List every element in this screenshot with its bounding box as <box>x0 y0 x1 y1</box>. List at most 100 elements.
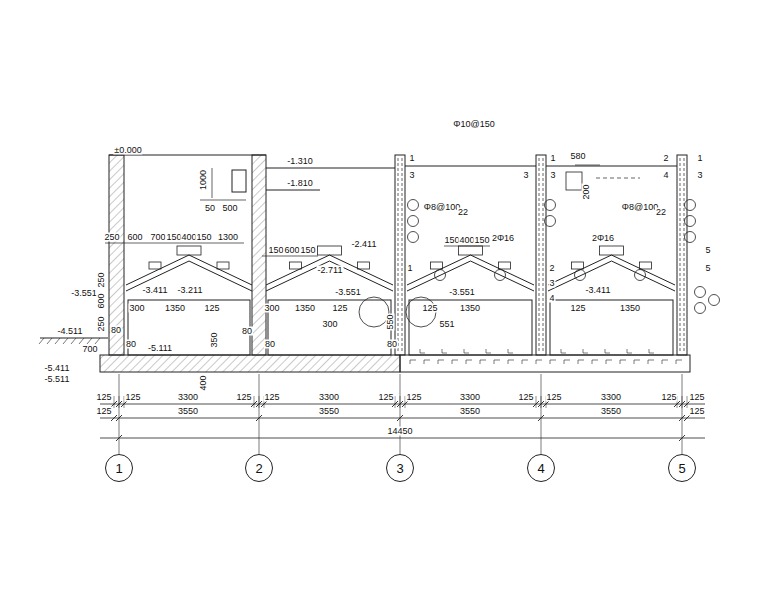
dimension-text: 2Φ16 <box>591 234 615 243</box>
drawing-line <box>87 338 92 344</box>
drawing-rect <box>217 262 229 269</box>
drawing-line <box>442 349 443 353</box>
rebar-circle <box>695 303 706 314</box>
drawing-line <box>109 155 266 156</box>
dimension-text: 125 <box>235 393 252 402</box>
drawing-line <box>596 178 640 179</box>
dimension-text: ±0.000 <box>113 146 142 155</box>
axis-number: 3 <box>396 462 403 475</box>
drawing-line <box>546 166 677 167</box>
drawing-line <box>494 360 500 361</box>
drawing-line <box>536 396 537 408</box>
dimension-text: -3.551 <box>334 288 362 297</box>
drawing-line <box>564 360 565 364</box>
dimension-text: 125 <box>569 304 586 313</box>
axis-bubble: 3 <box>386 454 414 482</box>
dimension-text: 125 <box>263 393 280 402</box>
dimension-text: 3 <box>548 279 555 288</box>
drawing-line <box>648 360 649 364</box>
dimension-text: 250 <box>103 233 120 242</box>
rebar-circle <box>695 287 706 298</box>
drawing-line <box>682 374 683 454</box>
drawing-line <box>47 338 52 344</box>
dimension-text: 250 <box>97 271 106 288</box>
dimension-text: 2 <box>662 154 669 163</box>
dimension-text: 125 <box>377 393 394 402</box>
dimension-text: 80 <box>125 340 137 349</box>
drawing-line <box>676 360 677 364</box>
dimension-text: -5.411 <box>44 364 71 373</box>
dimension-text: 1000 <box>199 169 208 191</box>
drawing-line <box>480 360 486 361</box>
dimension-text: 1 <box>696 154 703 163</box>
drawing-line <box>583 353 588 354</box>
drawing-line <box>543 158 544 352</box>
axis-bubble: 1 <box>105 454 133 482</box>
dimension-text: 125 <box>545 393 562 402</box>
dimension-text: 200 <box>582 183 591 200</box>
drawing-line <box>486 349 487 353</box>
drawing-line <box>424 360 430 361</box>
dimension-text: 125 <box>405 393 422 402</box>
drawing-line <box>627 349 628 353</box>
drawing-line <box>259 374 260 454</box>
dimension-text: 150 <box>299 246 316 255</box>
drawing-line <box>541 374 542 454</box>
rebar-circle <box>408 216 419 227</box>
dimension-text: 3550 <box>459 407 481 416</box>
dimension-text: 125 <box>517 393 534 402</box>
drawing-line <box>39 338 44 344</box>
drawing-line <box>578 360 579 364</box>
drawing-rect <box>109 155 124 355</box>
rebar-circle <box>495 270 506 281</box>
dimension-text: Φ8@100 <box>621 203 659 212</box>
drawing-line <box>71 338 76 344</box>
dimension-text: 5 <box>704 246 711 255</box>
drawing-line <box>648 360 654 361</box>
dimension-text: 80 <box>110 326 122 335</box>
dimension-text: Φ10@150 <box>452 120 495 129</box>
drawing-rect <box>128 300 250 355</box>
drawing-rect <box>268 300 391 355</box>
drawing-line <box>100 418 705 419</box>
dimension-text: 125 <box>331 304 348 313</box>
drawing-rect <box>459 246 483 255</box>
drawing-line <box>466 360 467 364</box>
dimension-text: -2.411 <box>351 240 378 249</box>
drawing-line <box>402 158 403 352</box>
dimension-text: 300 <box>321 320 338 329</box>
drawing-line <box>634 360 640 361</box>
drawing-line <box>63 338 68 344</box>
dimension-text: 150 <box>473 236 490 245</box>
roof-slab <box>407 261 534 291</box>
drawing-rect <box>177 246 201 255</box>
dimension-text: -3.211 <box>177 286 204 295</box>
rebar-circle <box>709 295 720 306</box>
drawing-line <box>684 415 690 421</box>
drawing-line <box>424 360 425 364</box>
drawing-line <box>262 256 318 257</box>
dimension-text: 400 <box>199 374 208 391</box>
dimension-text: 22 <box>457 208 469 217</box>
dimension-text: 600 <box>283 246 300 255</box>
drawing-line <box>466 360 472 361</box>
rebar-circle <box>635 270 646 281</box>
drawing-line <box>119 374 120 454</box>
drawing-line <box>605 349 606 353</box>
dimension-text: -3.411 <box>585 286 612 295</box>
drawing-rect <box>572 262 584 269</box>
rebar-circle <box>408 232 419 243</box>
drawing-line <box>536 360 537 364</box>
dimension-text: 125 <box>688 407 705 416</box>
dimension-text: 551 <box>438 320 455 329</box>
drawing-rect <box>536 155 546 355</box>
drawing-line <box>398 158 399 352</box>
dimension-text: 4 <box>548 294 555 303</box>
drawing-line <box>405 166 536 167</box>
dimension-text: 1 <box>549 154 556 163</box>
rebar-circle <box>545 200 556 211</box>
dimension-text: 125 <box>421 304 438 313</box>
dimension-text: 3300 <box>459 393 481 402</box>
dimension-text: 3300 <box>177 393 199 402</box>
